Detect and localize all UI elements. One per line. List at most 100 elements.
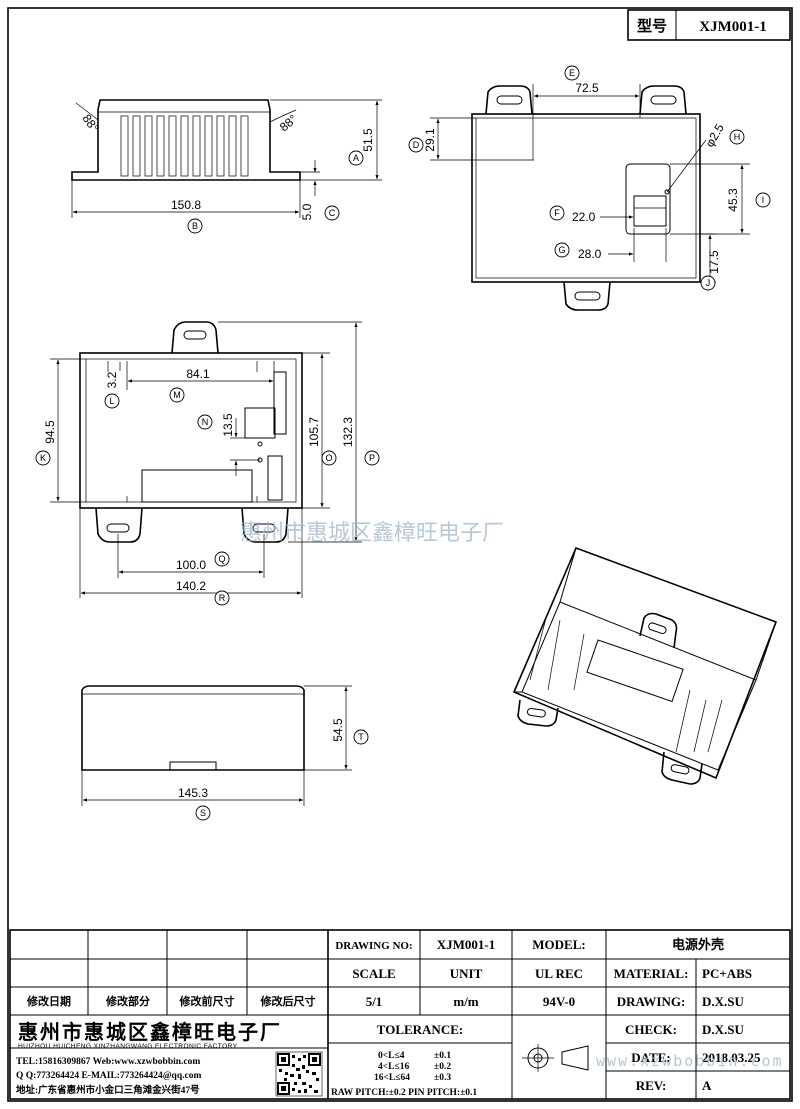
dim-105-7: 105.7: [307, 417, 321, 447]
drawing-no-label: DRAWING NO:: [335, 940, 412, 952]
unit-label: UNIT: [450, 966, 483, 981]
dim-22-0: 22.0: [572, 210, 596, 224]
tol-value-3: ±0.3: [434, 1073, 451, 1083]
dim-5-0: 5.0: [300, 203, 314, 220]
svg-text:M: M: [173, 390, 181, 400]
scale-value: 5/1: [366, 994, 383, 1009]
balloon-n: N: [197, 414, 213, 430]
tol-range-2: 4<L≤16: [378, 1062, 409, 1072]
top-plan-view: 72.5 29.1 φ2.5 45.3 22.0 28.0 17.5: [423, 81, 750, 311]
rev-header-part: 修改部分: [105, 994, 150, 1008]
balloon-d: D: [408, 137, 424, 153]
svg-text:C: C: [329, 208, 336, 218]
svg-text:R: R: [219, 593, 226, 603]
header-model-value: XJM001-1: [699, 19, 767, 35]
date-label: DATE:: [631, 1050, 670, 1065]
svg-text:J: J: [706, 278, 711, 288]
date-value: 2018.03.25: [702, 1050, 761, 1065]
model-value: 电源外壳: [672, 937, 724, 952]
pitch-tolerance: RAW PITCH:±0.2 PIN PITCH:±0.1: [331, 1088, 477, 1098]
isometric-view: [512, 546, 778, 785]
svg-text:H: H: [734, 132, 741, 142]
dim-84-1: 84.1: [186, 367, 210, 381]
balloon-s: S: [195, 805, 211, 821]
balloon-l: L: [104, 393, 120, 409]
balloon-f: F: [549, 205, 565, 221]
svg-text:S: S: [200, 808, 206, 818]
dim-145-3: 145.3: [178, 786, 208, 800]
svg-text:K: K: [40, 453, 46, 463]
svg-text:O: O: [325, 453, 332, 463]
dim-54-5: 54.5: [331, 718, 345, 742]
svg-text:F: F: [554, 208, 560, 218]
dim-72-5: 72.5: [575, 81, 599, 95]
rev-value: A: [702, 1078, 712, 1093]
rev-header-before: 修改前尺寸: [179, 994, 235, 1008]
balloon-q: Q: [214, 551, 230, 567]
svg-text:A: A: [353, 153, 359, 163]
model-label: MODEL:: [532, 937, 585, 952]
balloon-c: C: [324, 205, 340, 221]
scale-label: SCALE: [352, 966, 395, 981]
balloon-r: R: [214, 590, 230, 606]
svg-text:L: L: [109, 396, 114, 406]
material-value: PC+ABS: [702, 966, 752, 981]
drawing-value: D.X.SU: [702, 994, 745, 1009]
check-value: D.X.SU: [702, 1022, 745, 1037]
svg-text:I: I: [762, 195, 765, 205]
tol-value-1: ±0.1: [434, 1051, 451, 1061]
rev-header-after: 修改后尺寸: [260, 994, 316, 1008]
dim-94-5: 94.5: [43, 420, 57, 444]
svg-text:G: G: [558, 245, 565, 255]
company-name-cn: 惠州市惠城区鑫樟旺电子厂: [18, 1020, 282, 1044]
svg-text:B: B: [192, 221, 198, 231]
balloon-g: G: [554, 242, 570, 258]
ul-rec-label: UL REC: [535, 966, 583, 981]
tol-range-1: 0<L≤4: [378, 1051, 405, 1061]
title-block: 修改日期 修改部分 修改前尺寸 修改后尺寸 惠州市惠城区鑫樟旺电子厂 HUIZH…: [9, 929, 791, 1100]
company-name-en: HUIZHOU HUICHENG XINZHANGWANG ELECTRONIC…: [18, 1043, 238, 1050]
dim-17-5: 17.5: [707, 250, 721, 274]
drawing-no-value: XJM001-1: [437, 937, 496, 952]
svg-text:Q: Q: [218, 554, 225, 564]
balloon-a: A: [348, 150, 364, 166]
balloon-i: I: [755, 192, 771, 208]
projection-symbol: [522, 1044, 589, 1072]
dim-3-2: 3.2: [105, 371, 119, 388]
tol-value-2: ±0.2: [434, 1062, 451, 1072]
watermark-company: 惠州市惠城区鑫樟旺电子厂: [240, 521, 504, 546]
dim-29-1: 29.1: [423, 128, 437, 152]
svg-text:E: E: [569, 68, 575, 78]
balloon-m: M: [169, 387, 185, 403]
check-label: CHECK:: [625, 1022, 677, 1037]
balloon-j: J: [700, 275, 716, 291]
rev-label: REV:: [636, 1078, 667, 1093]
balloon-o: O: [321, 450, 337, 466]
vent-slots: [120, 115, 249, 177]
balloon-h: H: [729, 129, 745, 145]
tol-range-3: 16<L≤64: [374, 1073, 410, 1083]
side-elevation-view: 54.5 145.3: [81, 685, 352, 806]
bottom-plan-view: 84.1 3.2 13.5 94.5 105.7 132.3 100.0 140…: [43, 321, 362, 598]
dim-132-3: 132.3: [341, 417, 355, 447]
tolerance-label: TOLERANCE:: [377, 1022, 463, 1037]
material-label: MATERIAL:: [614, 966, 689, 981]
company-qq-email: Q Q:773264424 E-MAIL:773264424@qq.com: [16, 1071, 201, 1081]
svg-text:N: N: [202, 417, 209, 427]
drawing-label: DRAWING:: [617, 994, 686, 1009]
balloon-p: P: [364, 450, 380, 466]
dim-28-0: 28.0: [578, 247, 602, 261]
dim-88-right: 88°: [277, 112, 300, 135]
dim-51-5: 51.5: [361, 128, 375, 152]
balloon-b: B: [187, 218, 203, 234]
svg-text:T: T: [358, 732, 364, 742]
dim-13-5: 13.5: [221, 413, 235, 437]
front-elevation-view: 88° 88° 51.5 150.8 5.0: [71, 99, 382, 220]
company-address: 地址:广东省惠州市小金口三角滩金兴街47号: [16, 1084, 200, 1096]
reference-balloons: A B C D E F G H I J K L M N O P Q R S T: [35, 65, 771, 821]
rev-header-date: 修改日期: [26, 994, 71, 1008]
watermark-url: www.xzwbobbin.com: [596, 1052, 784, 1070]
sheet-border: [7, 7, 793, 1102]
dim-45-3: 45.3: [726, 188, 740, 212]
